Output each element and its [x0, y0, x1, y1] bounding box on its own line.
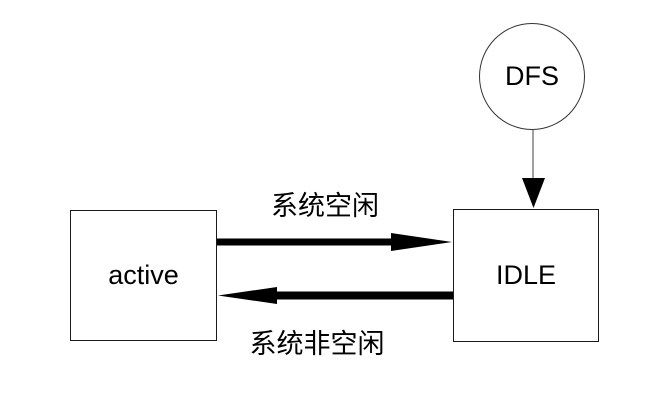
edge-active-to-idle-arrowhead-icon: [391, 233, 452, 251]
node-idle: IDLE: [453, 209, 599, 342]
edge-idle-to-active-shaft: [272, 291, 453, 300]
edge-label-system-not-idle: 系统非空闲: [249, 329, 385, 359]
node-active: active: [70, 210, 217, 341]
node-active-label: active: [108, 260, 179, 290]
edge-idle-to-active-arrowhead-icon: [218, 287, 277, 304]
node-dfs: DFS: [479, 23, 585, 130]
node-idle-label: IDLE: [495, 260, 557, 290]
edge-label-system-idle: 系统空闲: [271, 191, 379, 221]
edge-active-to-idle-shaft: [217, 238, 397, 246]
node-dfs-label: DFS: [505, 61, 559, 91]
edge-dfs-to-idle-arrowhead-icon: [522, 178, 545, 208]
